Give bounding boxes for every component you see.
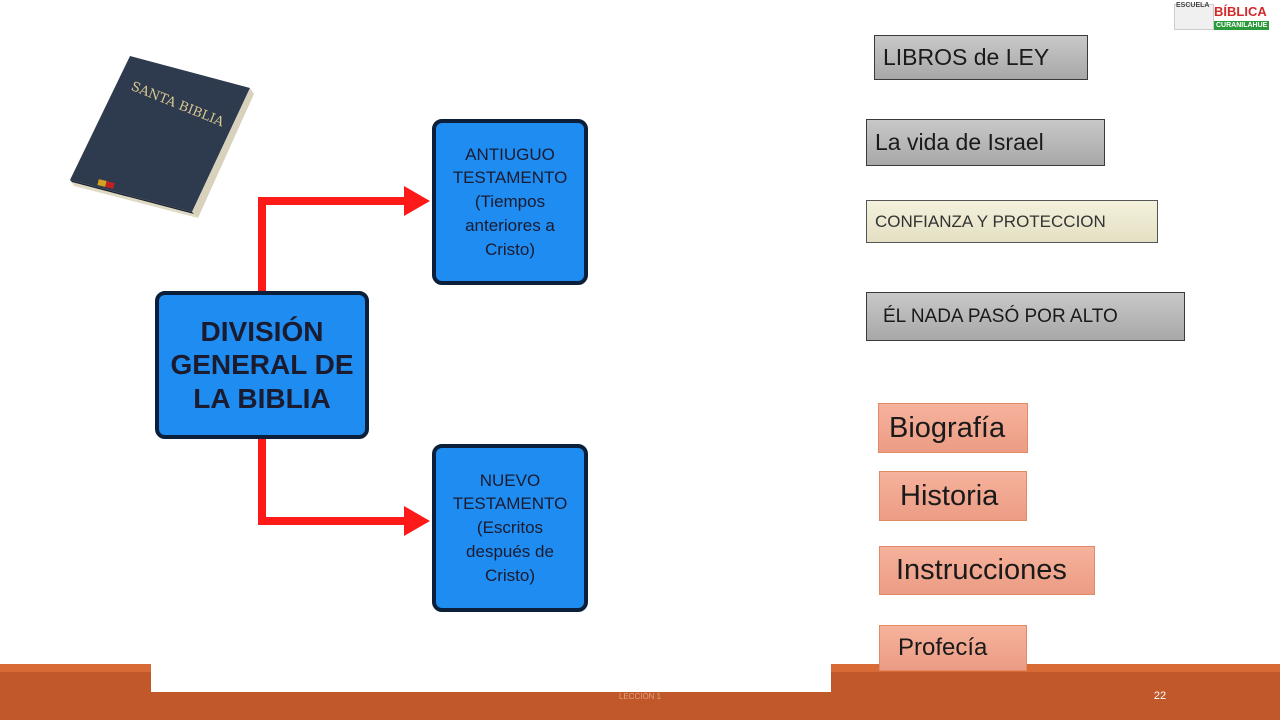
open-book-icon <box>1174 4 1214 30</box>
vida-de-israel-label: La vida de Israel <box>866 119 1105 166</box>
libros-de-ley-label: LIBROS de LEY <box>874 35 1088 80</box>
category-profecia: Profecía <box>879 625 1027 671</box>
bible-book-icon: SANTA BIBLIA <box>70 56 254 218</box>
category-instrucciones: Instrucciones <box>879 546 1095 595</box>
school-logo: ESCUELA BÍBLICA CURANILAHUE <box>1174 2 1270 34</box>
logo-line-2: BÍBLICA <box>1214 4 1267 19</box>
new-testament-box: NUEVO TESTAMENTO (Escritos después de Cr… <box>432 444 588 612</box>
main-division-box: DIVISIÓN GENERAL DE LA BIBLIA <box>155 291 369 439</box>
confianza-label: CONFIANZA Y PROTECCION <box>866 200 1158 243</box>
category-biografia: Biografía <box>878 403 1028 453</box>
category-historia: Historia <box>879 471 1027 521</box>
arrow-to-old-testament <box>258 186 430 292</box>
footer-lesson-label: LECCIÓN 1 <box>618 692 662 701</box>
old-testament-box: ANTIUGUO TESTAMENTO (Tiempos anteriores … <box>432 119 588 285</box>
logo-line-1: ESCUELA <box>1176 2 1210 9</box>
nada-paso-label: ÉL NADA PASÓ POR ALTO <box>866 292 1185 341</box>
arrow-to-new-testament <box>258 438 430 536</box>
logo-line-3: CURANILAHUE <box>1214 21 1270 30</box>
page-number: 22 <box>1153 690 1167 702</box>
